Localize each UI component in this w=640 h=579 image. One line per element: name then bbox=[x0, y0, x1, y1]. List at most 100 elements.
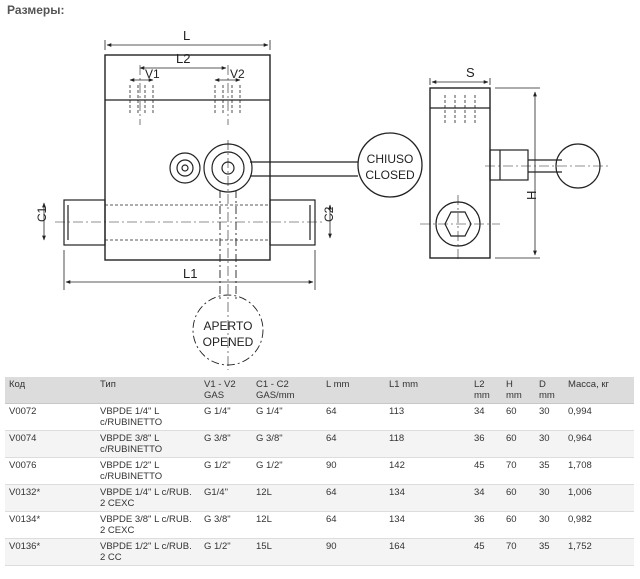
table-cell: G 1/2" bbox=[200, 538, 252, 566]
table-cell: 70 bbox=[502, 538, 535, 566]
col-header: Тип bbox=[96, 377, 200, 404]
table-cell: 90 bbox=[322, 538, 385, 566]
table-cell: 60 bbox=[502, 484, 535, 512]
col-header: L mm bbox=[322, 377, 385, 404]
label-open-1: APERTO bbox=[204, 319, 253, 333]
table-cell: 34 bbox=[470, 403, 502, 431]
table-cell: V0076 bbox=[5, 457, 96, 485]
table-cell: V0136* bbox=[5, 538, 96, 566]
table-cell: 60 bbox=[502, 511, 535, 539]
table-cell: V0072 bbox=[5, 403, 96, 431]
col-header: L1 mm bbox=[385, 377, 470, 404]
table-cell: 113 bbox=[385, 403, 470, 431]
table-cell: 118 bbox=[385, 430, 470, 458]
table-cell: V0074 bbox=[5, 430, 96, 458]
table-cell: 45 bbox=[470, 457, 502, 485]
table-cell: 64 bbox=[322, 403, 385, 431]
dim-V2: V2 bbox=[230, 67, 245, 81]
table-cell: 36 bbox=[470, 511, 502, 539]
table-cell: 70 bbox=[502, 457, 535, 485]
dim-S: S bbox=[466, 65, 475, 80]
table-cell: 60 bbox=[502, 430, 535, 458]
table-cell: 0,964 bbox=[564, 430, 634, 458]
table-cell: 134 bbox=[385, 484, 470, 512]
valve-technical-drawing: L L2 V1 V2 C1 C2 L1 S H CHIUSO CLOSED AP… bbox=[35, 28, 610, 370]
table-cell: 0,994 bbox=[564, 403, 634, 431]
valve-body-side bbox=[429, 87, 491, 259]
table-cell: 35 bbox=[535, 538, 564, 566]
table-cell: 34 bbox=[470, 484, 502, 512]
table-cell: 30 bbox=[535, 430, 564, 458]
table-cell: 1,006 bbox=[564, 484, 634, 512]
valve-body-front bbox=[104, 54, 271, 261]
port-left bbox=[63, 199, 106, 246]
dim-L: L bbox=[183, 28, 190, 43]
table-cell: V0132* bbox=[5, 484, 96, 512]
table-cell: VBPDE 3/8" L c/RUB.2 CEXC bbox=[96, 511, 200, 539]
table-cell: V0134* bbox=[5, 511, 96, 539]
table-cell: G 3/8" bbox=[252, 430, 322, 458]
table-cell: 1,708 bbox=[564, 457, 634, 485]
table-cell: 15L bbox=[252, 538, 322, 566]
table-cell: 45 bbox=[470, 538, 502, 566]
table-cell: 64 bbox=[322, 484, 385, 512]
table-cell: G 1/2" bbox=[252, 457, 322, 485]
col-header: Код bbox=[5, 377, 96, 404]
table-cell: 164 bbox=[385, 538, 470, 566]
table-cell: G 1/2" bbox=[200, 457, 252, 485]
screw-small bbox=[169, 152, 201, 184]
table-cell: 12L bbox=[252, 484, 322, 512]
dim-C2: C2 bbox=[322, 206, 336, 222]
dim-V1: V1 bbox=[145, 67, 160, 81]
table-cell: G 1/4" bbox=[252, 403, 322, 431]
table-cell: VBPDE 1/2" L c/RUB.2 CC bbox=[96, 538, 200, 566]
table-cell: 30 bbox=[535, 484, 564, 512]
table-cell: 12L bbox=[252, 511, 322, 539]
page-heading: Размеры: bbox=[7, 3, 65, 17]
table-cell: 30 bbox=[535, 511, 564, 539]
dim-C1: C1 bbox=[35, 206, 49, 222]
port-right bbox=[269, 199, 316, 246]
table-cell: VBPDE 1/4" L c/RUB.2 CEXC bbox=[96, 484, 200, 512]
table-cell: 90 bbox=[322, 457, 385, 485]
table-cell: 64 bbox=[322, 511, 385, 539]
table-cell: G 1/4" bbox=[200, 403, 252, 431]
label-closed-1: CHIUSO bbox=[367, 152, 414, 166]
label-open-2: OPENED bbox=[203, 335, 254, 349]
table-cell: 30 bbox=[535, 403, 564, 431]
table-cell: 35 bbox=[535, 457, 564, 485]
table-cell: 64 bbox=[322, 430, 385, 458]
col-header: H mm bbox=[502, 377, 535, 404]
label-closed-2: CLOSED bbox=[365, 168, 415, 182]
table-cell: G1/4" bbox=[200, 484, 252, 512]
table-cell: 36 bbox=[470, 430, 502, 458]
dim-L1: L1 bbox=[183, 266, 197, 281]
table-cell: 0,982 bbox=[564, 511, 634, 539]
col-header: Масса, кг bbox=[564, 377, 634, 404]
dim-H: H bbox=[524, 191, 539, 200]
table-cell: 1,752 bbox=[564, 538, 634, 566]
table-cell: 134 bbox=[385, 511, 470, 539]
table-cell: 60 bbox=[502, 403, 535, 431]
table-cell: 142 bbox=[385, 457, 470, 485]
closed-knob bbox=[357, 132, 423, 198]
dim-L2: L2 bbox=[176, 51, 190, 66]
table-cell: G 3/8" bbox=[200, 511, 252, 539]
table-cell: G 3/8" bbox=[200, 430, 252, 458]
